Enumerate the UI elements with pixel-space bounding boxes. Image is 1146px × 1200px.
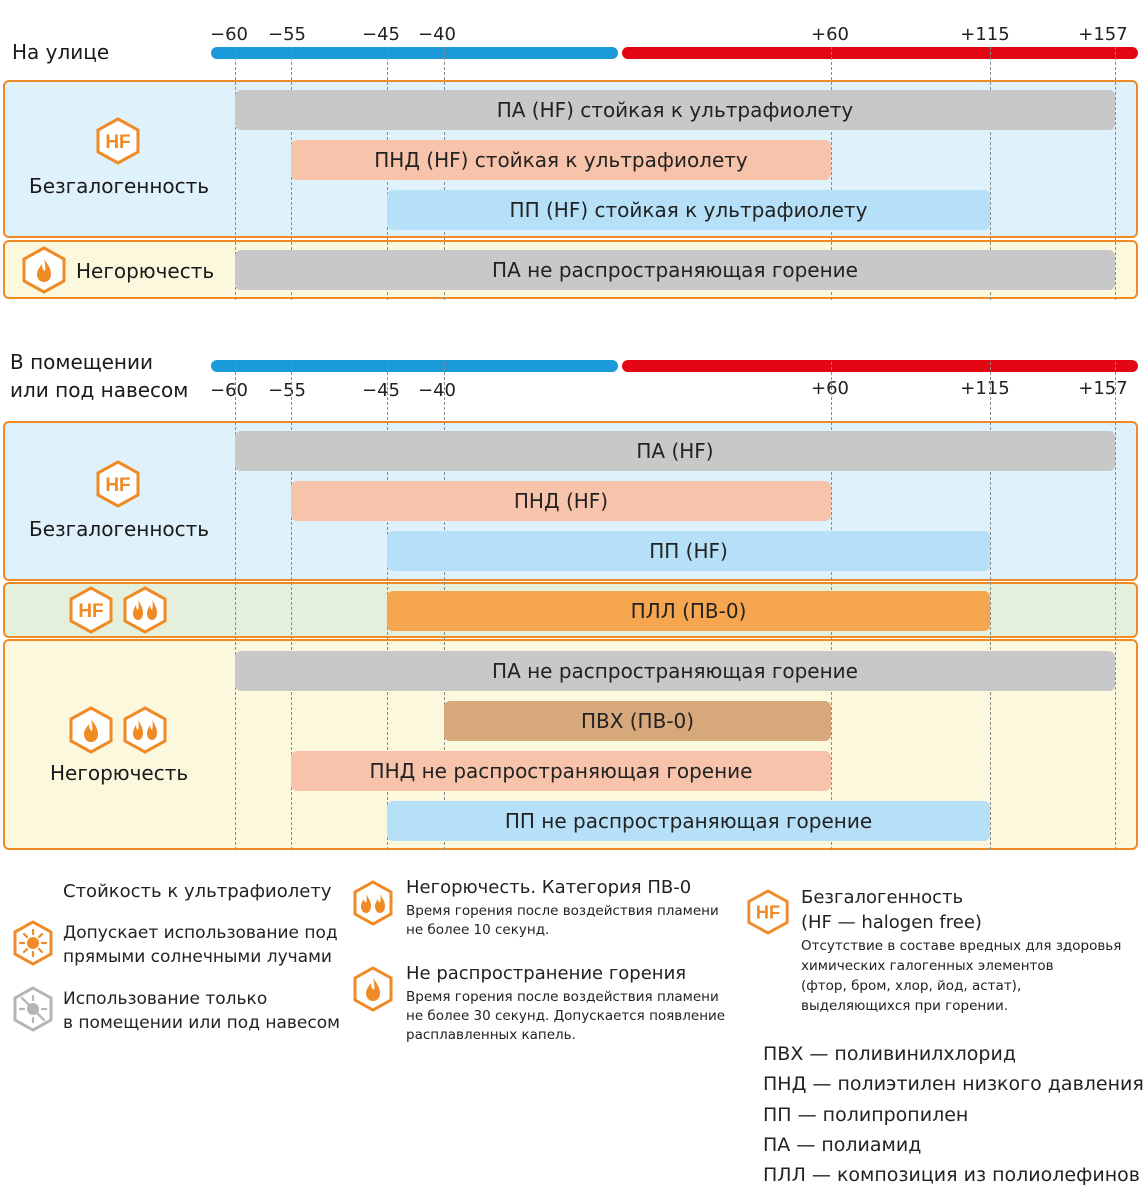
double-flame-icon xyxy=(123,706,167,754)
flame-icon xyxy=(69,706,113,754)
grid-line xyxy=(235,362,236,850)
tick-label: −55 xyxy=(268,24,306,45)
range-bar: ПП (HF) стойкая к ультрафиолету xyxy=(387,190,990,230)
legend-text: в помещении или под навесом xyxy=(63,1013,340,1033)
tick-label: +60 xyxy=(811,378,849,399)
legend-text: не более 30 секунд. Допускается появлени… xyxy=(406,1008,726,1024)
abbreviation-item: ПНД — полиэтилен низкого давления xyxy=(763,1073,1144,1095)
range-bar: ПА не распространяющая горение xyxy=(235,651,1115,691)
grid-line xyxy=(990,47,991,300)
range-bar: ПНД (HF) стойкая к ультрафиолету xyxy=(291,140,831,180)
double-flame-icon xyxy=(353,880,393,926)
legend-text: Использование только xyxy=(63,989,268,1009)
grid-line xyxy=(1115,47,1116,300)
abbreviation-item: ПП — полипропилен xyxy=(763,1104,969,1126)
tick-label: −55 xyxy=(268,380,306,401)
hf-icon: HF xyxy=(747,889,789,935)
legend-hf-title: Безгалогенность xyxy=(801,887,964,908)
hot-scale-bar xyxy=(622,47,1138,59)
flame-icon xyxy=(353,966,393,1012)
grid-line xyxy=(831,47,832,300)
range-bar: ПА (HF) стойкая к ультрафиолету xyxy=(235,90,1115,130)
flame-icon xyxy=(22,246,66,294)
tick-label: +157 xyxy=(1078,24,1128,45)
range-bar: ПА (HF) xyxy=(235,431,1115,471)
range-bar: ПП не распространяющая горение xyxy=(387,801,990,841)
abbreviation-item: ПА — полиамид xyxy=(763,1134,922,1156)
tick-label: −60 xyxy=(210,380,248,401)
hot-scale-bar xyxy=(622,360,1138,372)
grid-line xyxy=(1115,362,1116,850)
tick-label: −40 xyxy=(418,24,456,45)
abbreviation-item: ПВХ — поливинилхлорид xyxy=(763,1043,1016,1065)
tick-label: −45 xyxy=(362,380,400,401)
tick-label: +115 xyxy=(960,24,1010,45)
range-bar: ПЛЛ (ПВ-0) xyxy=(387,591,990,631)
legend-text: прямыми солнечными лучами xyxy=(63,947,332,967)
grid-line xyxy=(291,362,292,850)
hf-icon: HF xyxy=(96,460,140,508)
svg-text:HF: HF xyxy=(105,475,130,496)
grid-line xyxy=(235,47,236,300)
tick-label: +60 xyxy=(811,24,849,45)
group-label: Негорючесть xyxy=(76,259,215,283)
indoor-title-line1: В помещении xyxy=(10,350,153,374)
legend-text: Время горения после воздействия пламени xyxy=(406,989,719,1005)
legend-text: химических галогенных элементов xyxy=(801,958,1054,974)
legend-text: Допускает использование под xyxy=(63,923,338,943)
legend-text: выделяющихся при горении. xyxy=(801,998,1009,1014)
svg-text:HF: HF xyxy=(105,132,130,153)
outdoor-title: На улице xyxy=(12,40,110,64)
sun-icon xyxy=(13,920,53,966)
legend-text: не более 10 секунд. xyxy=(406,922,550,938)
legend-nfire-title: Не распространение горения xyxy=(406,963,687,984)
range-bar: ПНД (HF) xyxy=(291,481,831,521)
legend-text: Отсутствие в составе вредных для здоровь… xyxy=(801,938,1122,954)
sun-disabled-icon xyxy=(13,986,53,1032)
svg-text:HF: HF xyxy=(78,601,103,622)
tick-label: −45 xyxy=(362,24,400,45)
group-label: Негорючесть xyxy=(50,761,189,785)
cold-scale-bar xyxy=(211,47,618,59)
indoor-title-line2: или под навесом xyxy=(10,378,189,402)
legend-hf-sub: (HF — halogen free) xyxy=(801,912,982,933)
double-flame-icon xyxy=(123,586,167,634)
cold-scale-bar xyxy=(211,360,618,372)
range-bar: ПП (HF) xyxy=(387,531,990,571)
svg-text:HF: HF xyxy=(756,903,780,923)
legend-pv0-title: Негорючесть. Категория ПВ-0 xyxy=(406,877,692,898)
legend-text: Время горения после воздействия пламени xyxy=(406,903,719,919)
legend-text: (фтор, бром, хлор, йод, астат), xyxy=(801,978,1022,994)
range-bar: ПНД не распространяющая горение xyxy=(291,751,831,791)
legend-text: расплавленных капель. xyxy=(406,1027,576,1043)
hf-icon: HF xyxy=(69,586,113,634)
grid-line xyxy=(990,362,991,850)
range-bar: ПВХ (ПВ-0) xyxy=(444,701,831,741)
tick-label: −60 xyxy=(210,24,248,45)
tick-label: +157 xyxy=(1078,378,1128,399)
hf-icon: HF xyxy=(96,117,140,165)
group-label: Безгалогенность xyxy=(29,174,210,198)
tick-label: +115 xyxy=(960,378,1010,399)
legend-uv-title: Стойкость к ультрафиолету xyxy=(63,881,332,902)
group-label: Безгалогенность xyxy=(29,517,210,541)
range-bar: ПА не распространяющая горение xyxy=(235,250,1115,290)
abbreviation-item: ПЛЛ — композиция из полиолефинов xyxy=(763,1164,1140,1186)
tick-label: −40 xyxy=(418,380,456,401)
